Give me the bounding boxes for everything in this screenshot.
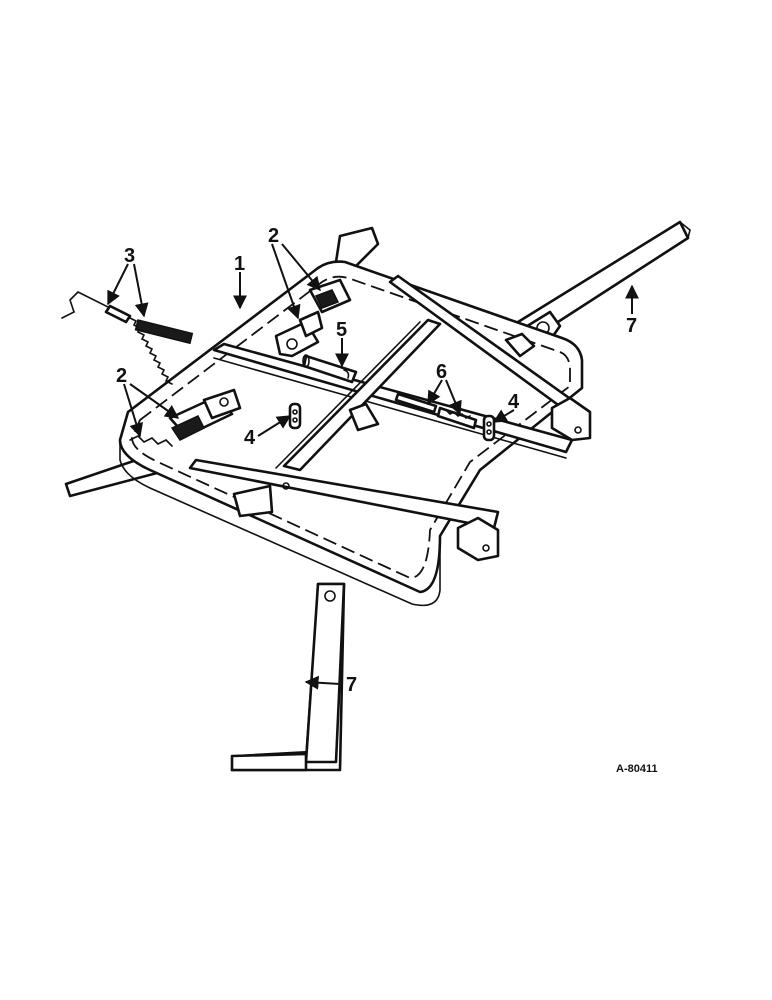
link-plates-4 <box>288 402 496 442</box>
callout-7-right: 7 <box>626 315 637 337</box>
callout-2-top: 2 <box>268 225 279 247</box>
callout-7-bottom: 7 <box>346 674 357 696</box>
callout-6: 6 <box>436 361 447 383</box>
figure-reference: A-80411 <box>616 763 658 775</box>
callout-4-left: 4 <box>244 427 256 449</box>
callout-3: 3 <box>124 245 135 267</box>
callout-2-left: 2 <box>116 365 127 387</box>
pins-6 <box>394 392 478 430</box>
brace-bars <box>188 274 588 530</box>
mounting-brackets <box>456 332 592 562</box>
drawbar-upper-right <box>516 220 691 348</box>
drawbar-bottom <box>230 582 346 772</box>
callout-5: 5 <box>336 319 347 341</box>
callout-labels: 1 2 2 3 4 4 5 6 7 7 A-80411 <box>116 225 658 775</box>
crank-rod-spring <box>61 291 194 385</box>
clamp-blocks-left <box>129 388 242 447</box>
callout-1: 1 <box>234 253 245 275</box>
callout-4-right: 4 <box>508 391 520 413</box>
leader-lines <box>107 243 639 690</box>
main-frame <box>118 260 584 607</box>
